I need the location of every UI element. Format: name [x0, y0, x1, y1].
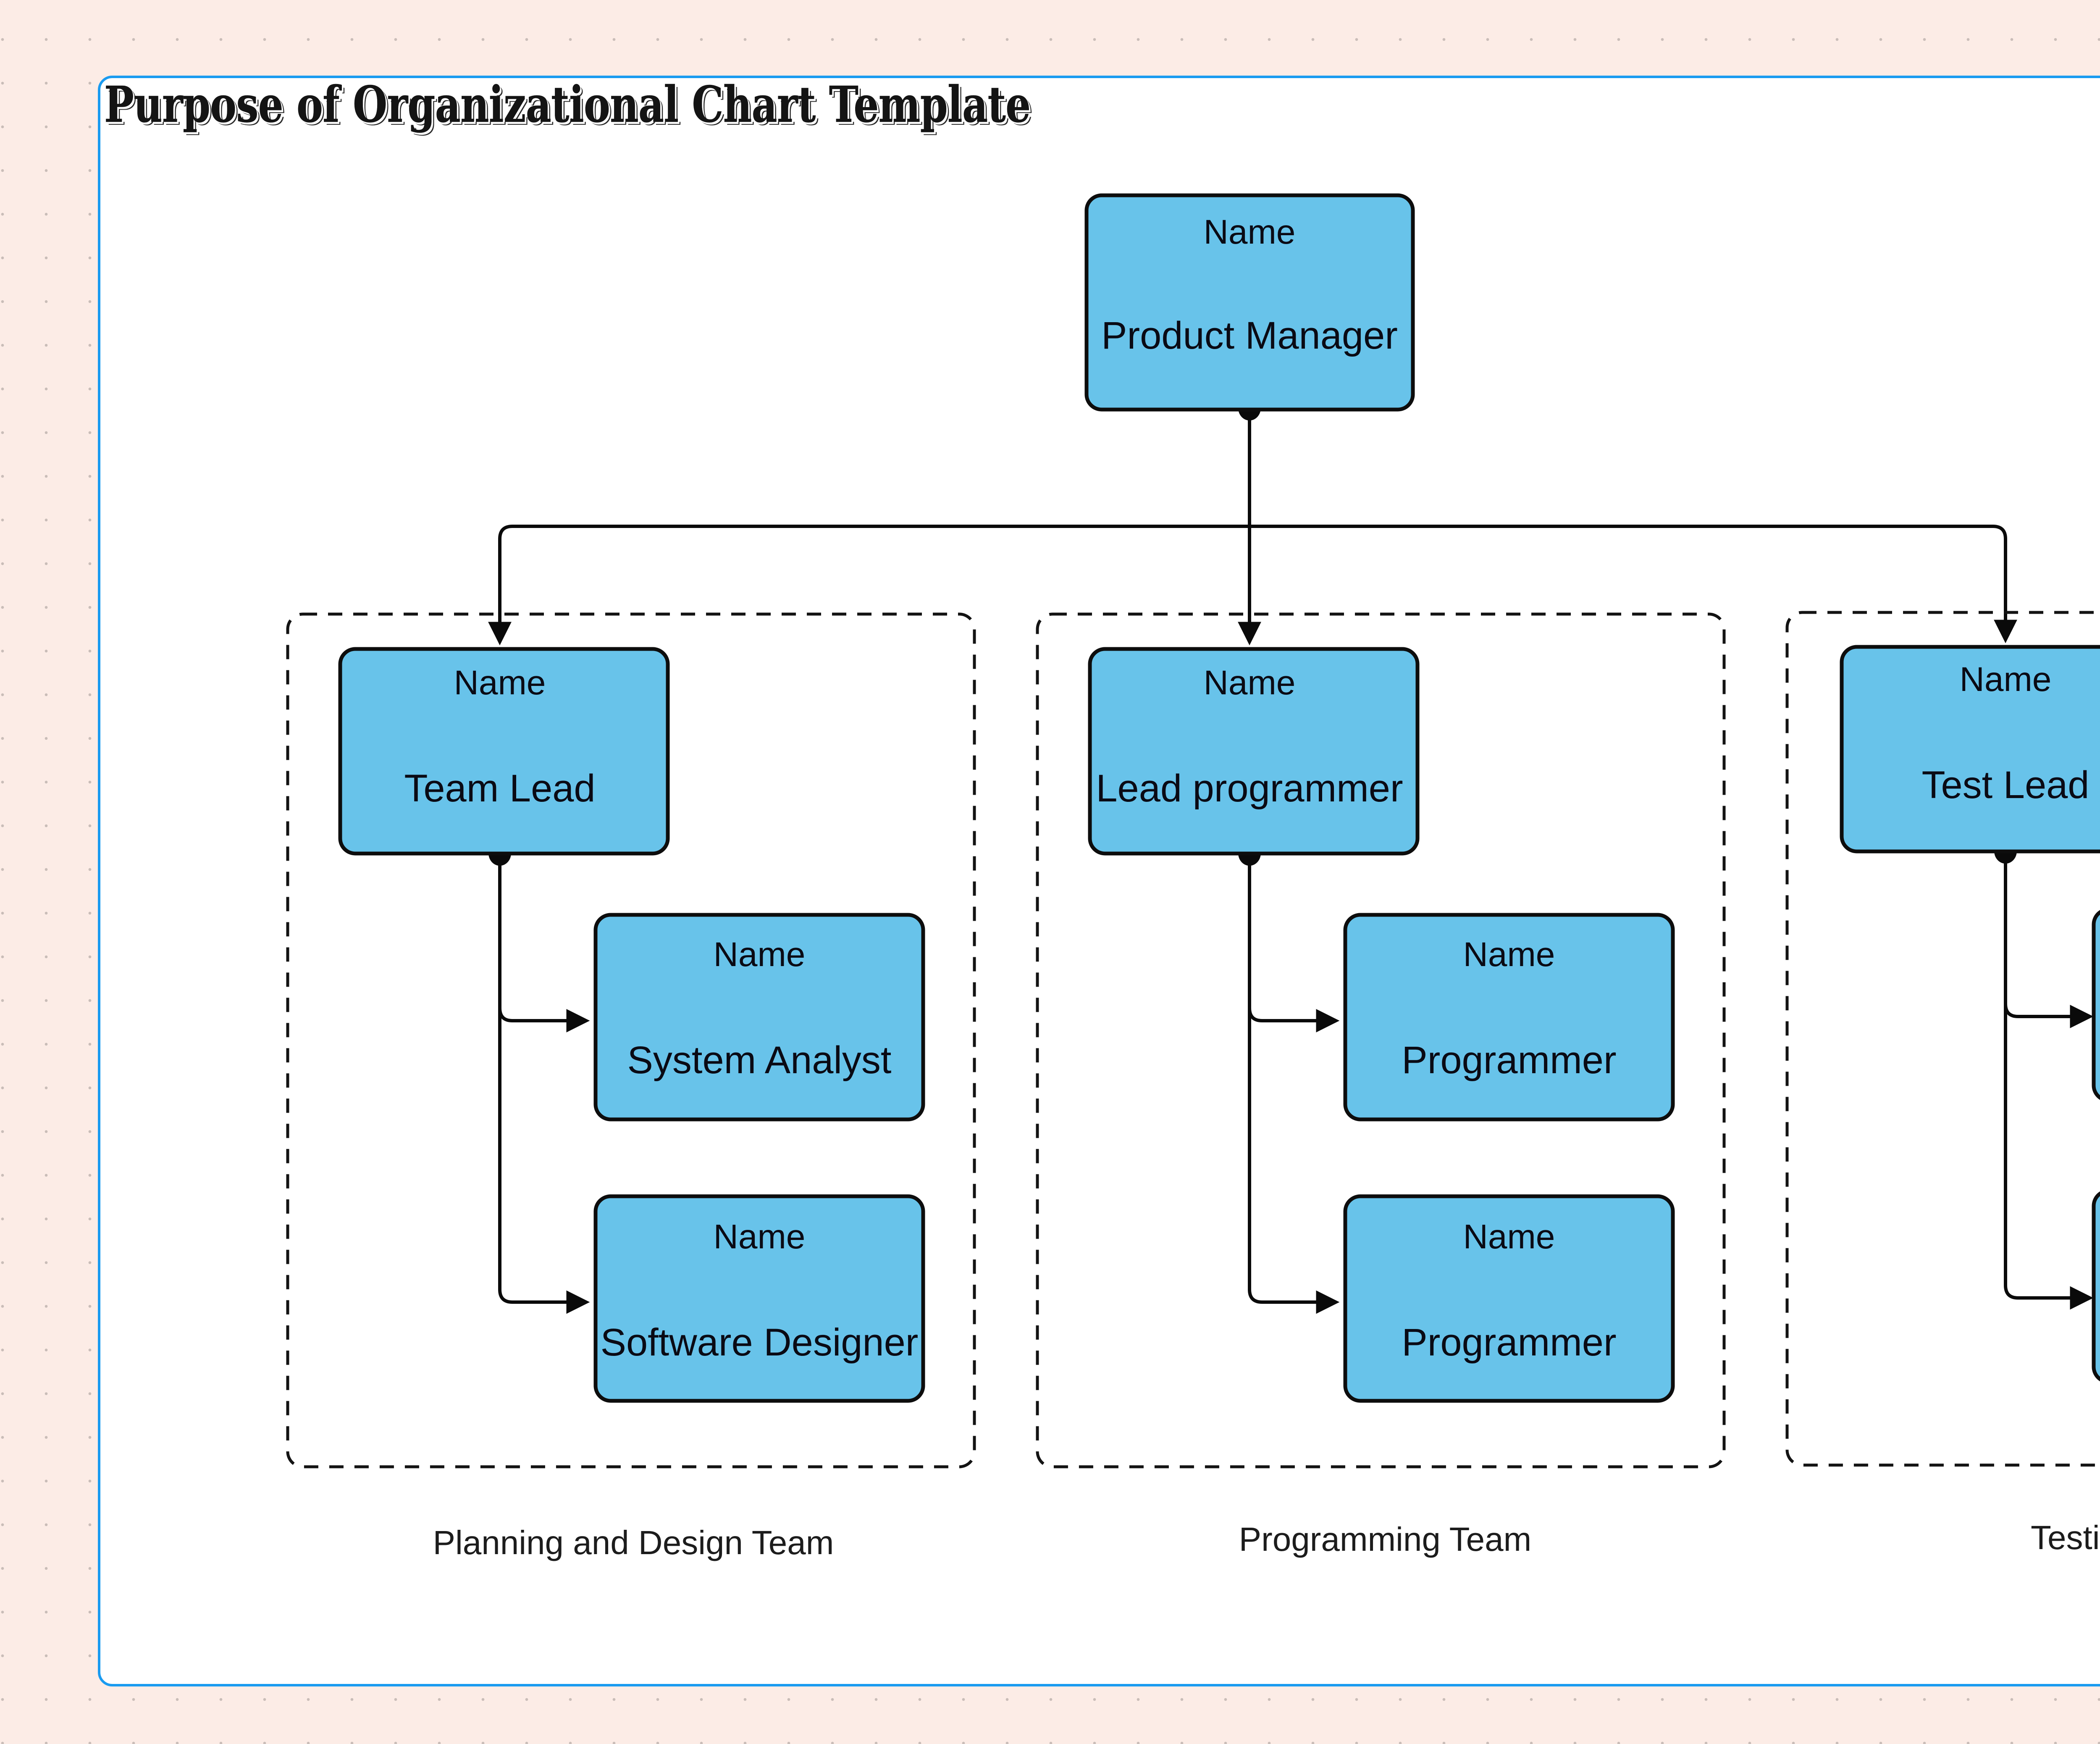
node-programmer-2-box[interactable] [1343, 1194, 1675, 1403]
node-team-lead-box[interactable] [338, 647, 670, 856]
node-lead-programmer[interactable]: Name Lead programmer [1088, 647, 1420, 856]
node-programmer-1[interactable]: Name Programmer [1343, 913, 1675, 1122]
group-boxes [286, 611, 2100, 1468]
edge-lead-programmer-to-programmer-1 [1248, 855, 1340, 1032]
node-test-lead[interactable]: Name Test Lead [1840, 645, 2100, 854]
node-team-lead-name: Name [454, 664, 546, 702]
node-software-designer-box[interactable] [593, 1194, 925, 1403]
node-tester-2[interactable]: Name Tester [2092, 1191, 2100, 1382]
node-software-designer-name: Name [714, 1218, 806, 1256]
node-programmer-2[interactable]: Name Programmer [1343, 1194, 1675, 1403]
node-programmer-2-name: Name [1463, 1218, 1555, 1256]
node-software-designer-role: Software Designer [601, 1321, 919, 1364]
node-lead-programmer-role: Lead programmer [1096, 767, 1403, 810]
group-caption-programming-team: Programming Team [1239, 1521, 1532, 1558]
node-test-lead-role: Test Lead [1922, 764, 2090, 806]
node-test-lead-box[interactable] [1840, 645, 2100, 854]
node-product-manager-role: Product Manager [1101, 314, 1398, 357]
edge-team-lead-to-system-analyst [498, 855, 590, 1032]
node-tester-1-box[interactable] [2092, 909, 2100, 1101]
node-system-analyst-name: Name [714, 935, 806, 974]
edge-team-lead-to-software-designer [498, 855, 590, 1314]
group-box-programming-team [1036, 612, 1726, 1468]
edge-root-to-test-lead [1250, 525, 2017, 643]
node-product-manager-name: Name [1204, 213, 1296, 251]
node-product-manager[interactable]: Name Product Manager [1084, 193, 1415, 412]
group-caption-testing-team: Testing Team [2031, 1519, 2100, 1556]
node-tester-1[interactable]: Name Tester [2092, 909, 2100, 1101]
node-lead-programmer-name: Name [1204, 664, 1296, 702]
node-software-designer[interactable]: Name Software Designer [593, 1194, 925, 1403]
node-product-manager-box[interactable] [1084, 193, 1415, 412]
node-programmer-1-box[interactable] [1343, 913, 1675, 1122]
node-team-lead[interactable]: Name Team Lead [338, 647, 670, 856]
node-tester-2-box[interactable] [2092, 1191, 2100, 1382]
node-system-analyst-box[interactable] [593, 913, 925, 1122]
node-programmer-2-role: Programmer [1402, 1321, 1616, 1364]
group-box-planning-and-design-team [286, 612, 976, 1468]
edge-lead-programmer-to-programmer-2 [1248, 855, 1340, 1314]
node-team-lead-role: Team Lead [404, 767, 595, 810]
group-caption-planning-and-design-team: Planning and Design Team [433, 1524, 834, 1561]
node-programmer-1-role: Programmer [1402, 1039, 1616, 1082]
connector-layer [488, 395, 2094, 1314]
edge-test-lead-to-tester-1 [2004, 853, 2094, 1028]
node-programmer-1-name: Name [1463, 935, 1555, 974]
node-lead-programmer-box[interactable] [1088, 647, 1420, 856]
node-system-analyst[interactable]: Name System Analyst [593, 913, 925, 1122]
page-title: Purpose of Organizational Chart Template [104, 75, 1031, 134]
node-test-lead-name: Name [1960, 660, 2052, 699]
node-system-analyst-role: System Analyst [627, 1039, 892, 1082]
edge-test-lead-to-tester-2 [2004, 853, 2094, 1310]
edge-root-to-team-lead [488, 525, 1250, 646]
